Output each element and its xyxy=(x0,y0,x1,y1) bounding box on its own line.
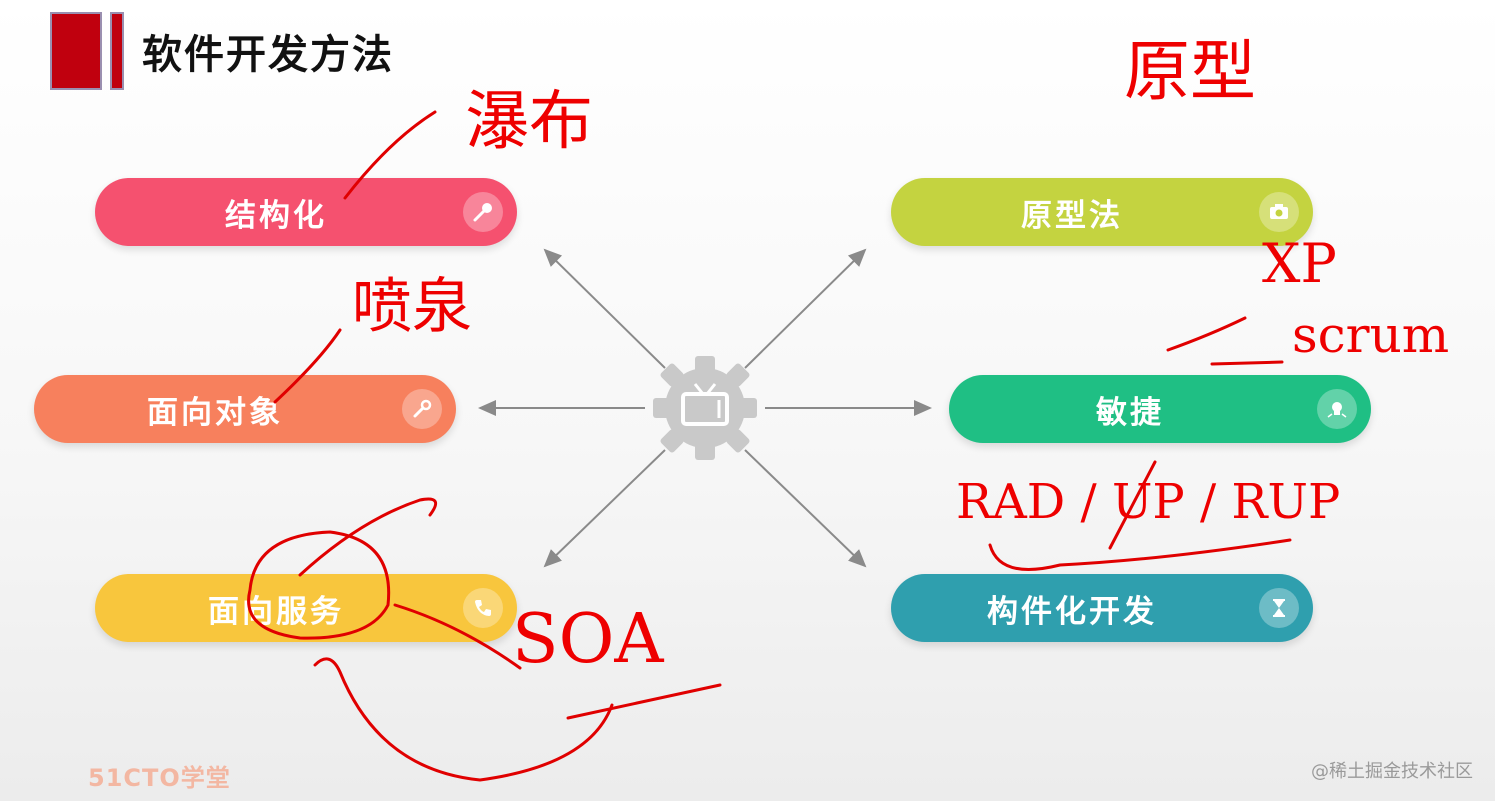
arrow-to-component xyxy=(744,449,867,568)
microphone-icon xyxy=(463,192,503,232)
slide-header: 软件开发方法 xyxy=(50,12,394,90)
footer-logo: 51CTO学堂 xyxy=(88,764,231,792)
method-object-oriented: 面向对象 xyxy=(34,375,456,443)
method-agile: 敏捷 xyxy=(949,375,1371,443)
camera-icon xyxy=(1259,192,1299,232)
phone-icon xyxy=(463,588,503,628)
method-component-based: 构件化开发 xyxy=(891,574,1313,642)
ink-label-waterfall: 瀑布 xyxy=(465,85,593,159)
method-label: 面向服务 xyxy=(208,593,344,630)
method-service-oriented: 面向服务 xyxy=(95,574,517,642)
arrow-to-structured xyxy=(543,248,666,369)
method-label: 构件化开发 xyxy=(987,593,1157,630)
lightbulb-icon xyxy=(1317,389,1357,429)
arrow-to-prototype xyxy=(744,248,867,369)
method-label: 敏捷 xyxy=(1096,394,1164,431)
watermark: @稀土掘金技术社区 xyxy=(1311,761,1473,782)
method-structured: 结构化 xyxy=(95,178,517,246)
ink-label-prototype: 原型 xyxy=(1124,33,1256,110)
title-mark-block xyxy=(50,12,102,90)
ink-label-xp: XP xyxy=(1262,232,1337,295)
arrow-to-service xyxy=(543,449,666,568)
method-label: 面向对象 xyxy=(147,394,283,431)
ink-label-scrum: scrum xyxy=(1292,306,1450,364)
method-prototyping: 原型法 xyxy=(891,178,1313,246)
ink-label-soa: SOA xyxy=(512,600,664,679)
tv-gear-icon xyxy=(653,356,757,460)
ink-label-fountain: 喷泉 xyxy=(352,272,472,342)
ink-label-rad-up-rup: RAD / UP / RUP xyxy=(956,474,1341,530)
hourglass-icon xyxy=(1259,588,1299,628)
method-label: 结构化 xyxy=(225,197,327,234)
title-mark-bar xyxy=(110,12,124,90)
method-label: 原型法 xyxy=(1021,197,1123,234)
slide-title: 软件开发方法 xyxy=(142,32,394,78)
wrench-icon xyxy=(402,389,442,429)
